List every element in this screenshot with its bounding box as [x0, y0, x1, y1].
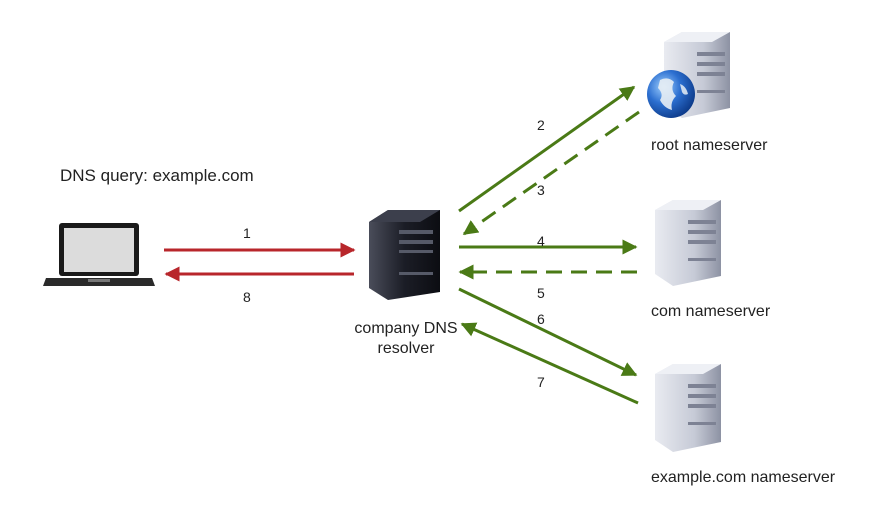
- diagram-title: DNS query: example.com: [60, 166, 254, 185]
- root-nameserver-label: root nameserver: [651, 137, 768, 154]
- step-label-7: 7: [537, 374, 545, 390]
- step-label-4: 4: [537, 233, 545, 249]
- server-icon: [655, 364, 721, 452]
- example-nameserver-label: example.com nameserver: [651, 469, 836, 486]
- step-label-3: 3: [537, 182, 545, 198]
- arrow-step-7: [460, 322, 639, 405]
- step-label-2: 2: [537, 117, 545, 133]
- arrow-step-2: [458, 85, 636, 213]
- server-icon: [655, 200, 721, 286]
- com-nameserver-label: com nameserver: [651, 303, 771, 320]
- step-label-1: 1: [243, 225, 251, 241]
- dark-server-icon: [369, 210, 440, 300]
- globe-icon: [647, 70, 695, 118]
- step-label-6: 6: [537, 311, 545, 327]
- laptop-icon: [43, 223, 155, 286]
- step-label-8: 8: [243, 289, 251, 305]
- resolver-label: company DNS resolver: [354, 320, 458, 357]
- arrow-step-3: [462, 110, 640, 236]
- arrow-step-6: [458, 287, 638, 377]
- step-label-5: 5: [537, 285, 545, 301]
